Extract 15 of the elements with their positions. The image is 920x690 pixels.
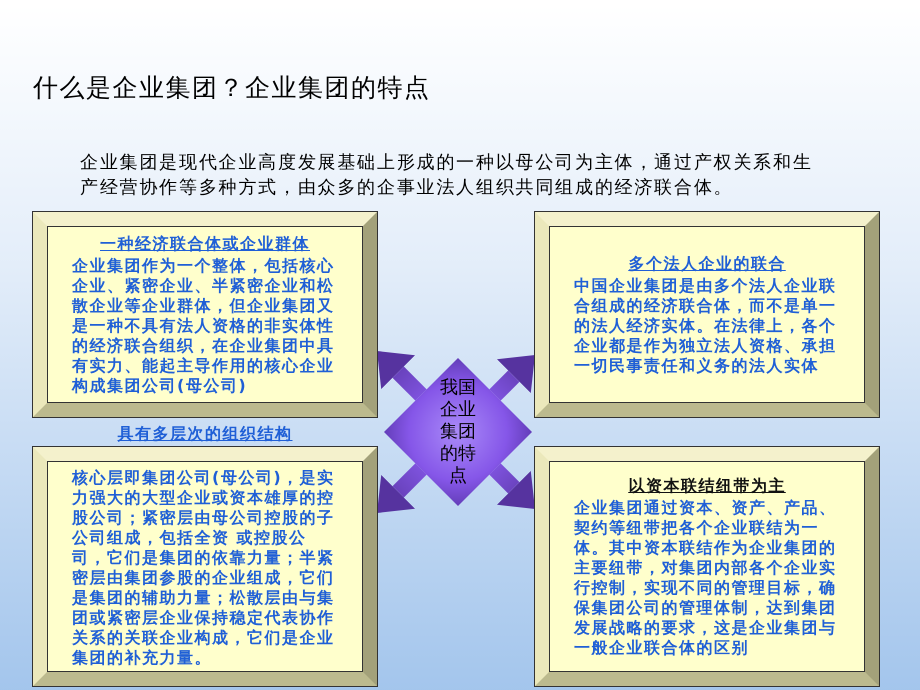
panel-text: 核心层即集团公司(母公司)，是实力强大的大型企业或资本雄厚的控股公司；紧密层由母公司控股的子公司组成，包括全资 或控股公司，它们是集团的依靠力量；半紧密层由集团参股的企业组成，它们是集团的辅助力量；松散层由与集团或紧密层企业保持稳定代表协作关系的关联企业构成，它们是企业集团的补充力量。 (72, 468, 336, 668)
beveled-panel (535, 212, 879, 417)
panel-text: 企业集团通过资本、资产、产品、契约等纽带把各个企业联结为一体。其中资本联结作为企业集团的主要纽带，对集团内部各个企业实行控制，实现不同的管理目标，确保集团公司的管理体制，达到集团发展战略的要求，这是企业集团与一般企业联合体的区别 (574, 498, 838, 658)
beveled-panel (535, 447, 879, 686)
panel-heading: 以资本联结纽带为主 (628, 475, 786, 496)
center-diamond (384, 358, 532, 506)
panel-heading: 多个法人企业的联合 (628, 253, 786, 274)
beveled-panel (33, 212, 377, 417)
intro-paragraph: 企业集团是现代企业高度发展基础上形成的一种以母公司为主体，通过产权关系和生产经营协作等多种方式，由众多的企事业法人组织共同组成的经济联合体。 (80, 151, 814, 200)
slide-title: 什么是企业集团？企业集团的特点 (33, 72, 430, 104)
panel-heading: 具有多层次的组织结构 (118, 423, 292, 444)
panel-text: 中国企业集团是由多个法人企业联合组成的经济联合体，而不是单一的法人经济实体。在法律上，各个企业都是作为独立法人资格、承担一切民事责任和义务的法人实体 (574, 276, 838, 376)
panel-text: 企业集团作为一个整体，包括核心企业、紧密企业、半紧密企业和松散企业等企业群体，但企业集团又是一种不具有法人资格的非实体性的经济联合组织，在企业集团中具有实力、能起主导作用的核心企业构成集团公司(母公司) (72, 256, 336, 396)
node-label: 我国企业集团的特点 (439, 377, 477, 487)
panel-heading: 一种经济联合体或企业群体 (100, 233, 310, 254)
